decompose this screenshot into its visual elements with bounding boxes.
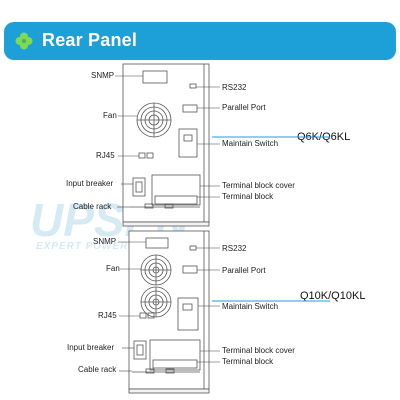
bottom-labels: SNMP RS232 Fan Parallel Port Maintain Sw… — [67, 237, 365, 374]
rj45-port-1 — [139, 312, 147, 319]
label-fan: Fan — [103, 111, 117, 120]
label-rj45: RJ45 — [98, 311, 117, 320]
label-input-breaker: Input breaker — [67, 343, 114, 352]
label-maintain-switch: Maintain Switch — [222, 302, 278, 311]
label-terminal-block: Terminal block — [222, 357, 274, 366]
input-breaker — [132, 177, 146, 197]
terminal-block — [152, 359, 198, 369]
fan-icon — [136, 102, 172, 138]
terminal-block — [154, 195, 198, 205]
snmp-slot — [145, 237, 169, 249]
label-parallel-port: Parallel Port — [222, 103, 266, 112]
fan-icon — [140, 286, 172, 318]
maintain-switch — [178, 128, 198, 158]
label-cable-rack: Cable rack — [78, 365, 117, 374]
label-rs232: RS232 — [222, 244, 247, 253]
top-labels: SNMP RS232 Fan Parallel Port Maintain Sw… — [66, 71, 350, 211]
label-cable-rack: Cable rack — [73, 202, 112, 211]
fan-icon — [140, 254, 172, 286]
label-rs232: RS232 — [222, 83, 247, 92]
rj45-port-2 — [147, 312, 155, 319]
header-banner: Rear Panel — [4, 22, 396, 60]
label-snmp: SNMP — [93, 237, 116, 246]
bottom-cabinet — [128, 230, 210, 394]
watermark-tagline: EXPERT POWER SUPPLIER — [36, 241, 190, 252]
label-terminal-block: Terminal block — [222, 192, 274, 201]
model-label-bottom: Q10K/Q10KL — [300, 290, 365, 302]
rj45-port-2 — [146, 152, 154, 159]
bottom-leader-lines — [118, 241, 330, 372]
terminal-block-cover — [151, 174, 201, 206]
label-fan: Fan — [106, 264, 120, 273]
label-parallel-port: Parallel Port — [222, 266, 266, 275]
label-terminal-block-cover: Terminal block cover — [222, 346, 295, 355]
parallel-port — [182, 104, 198, 113]
snmp-slot — [142, 70, 168, 84]
top-leader-lines — [115, 75, 330, 208]
top-cabinet — [122, 63, 210, 227]
input-breaker — [133, 340, 147, 360]
label-maintain-switch: Maintain Switch — [222, 139, 278, 148]
label-rj45: RJ45 — [96, 151, 115, 160]
rs232-port — [189, 83, 197, 89]
label-terminal-block-cover: Terminal block cover — [222, 181, 295, 190]
maintain-switch — [177, 297, 199, 331]
page-title: Rear Panel — [42, 30, 138, 50]
terminal-block-cover — [149, 339, 201, 371]
rj45-port-1 — [138, 152, 146, 159]
clover-icon — [15, 32, 33, 50]
label-input-breaker: Input breaker — [66, 179, 113, 188]
label-snmp: SNMP — [91, 71, 114, 80]
parallel-port — [182, 265, 198, 274]
